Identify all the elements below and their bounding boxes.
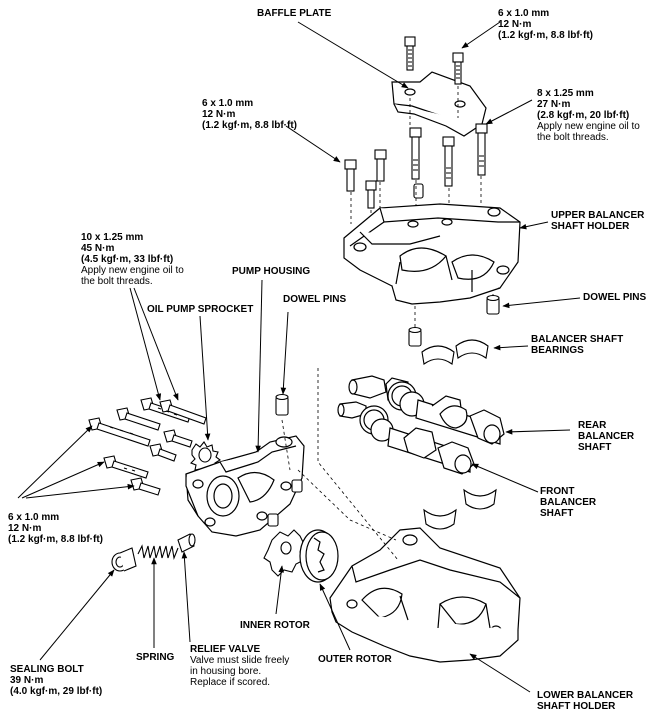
- bearings-line1: BALANCER SHAFT: [531, 334, 624, 345]
- pump-dowel-pins: [267, 393, 303, 527]
- sealing-bolt-title: SEALING BOLT: [10, 664, 84, 675]
- sealing-bolt-label: SEALING BOLT 39 N·m (4.0 kgf·m, 29 lbf·f…: [10, 664, 102, 697]
- spec-size: 6 x 1.0 mm: [498, 8, 550, 19]
- spec-size: 10 x 1.25 mm: [81, 232, 144, 243]
- leader-lines: [17, 21, 581, 693]
- bearings-line2: BEARINGS: [531, 345, 584, 356]
- pump-housing: [185, 435, 305, 537]
- dowel-pins-title: DOWEL PINS: [283, 294, 347, 305]
- relief-valve-note-1: Valve must slide freely: [190, 655, 290, 666]
- balancer-shaft-bearings-label: BALANCER SHAFT BEARINGS: [531, 334, 623, 356]
- inner-rotor-label: INNER ROTOR: [240, 620, 310, 631]
- pump-housing-title: PUMP HOUSING: [232, 266, 311, 277]
- spec-torque-alt: (4.5 kgf·m, 33 lbf·ft): [81, 254, 174, 265]
- spec-8x125-label: 8 x 1.25 mm 27 N·m (2.8 kgf·m, 20 lbf·ft…: [537, 88, 640, 143]
- sealing-bolt-torque: 39 N·m: [10, 675, 44, 686]
- baffle-plate: [391, 71, 487, 137]
- outer-rotor-title: OUTER ROTOR: [318, 654, 392, 665]
- upper-dowel-pins: [408, 294, 500, 347]
- lower-holder-line1: LOWER BALANCER: [537, 690, 634, 701]
- rear-balancer-shaft-label: REAR BALANCER SHAFT: [578, 420, 634, 453]
- front-shaft-line1: FRONT: [540, 486, 575, 497]
- assembly-guidelines: [281, 368, 399, 561]
- spec-note-1: Apply new engine oil to: [537, 121, 640, 132]
- spec-size: 6 x 1.0 mm: [8, 512, 60, 523]
- spec-mid-left-label: 6 x 1.0 mm 12 N·m (1.2 kgf·m, 8.8 lbf·ft…: [202, 98, 297, 131]
- spec-torque-alt: (1.2 kgf·m, 8.8 lbf·ft): [8, 534, 104, 545]
- oil-pump-sprocket-title: OIL PUMP SPROCKET: [147, 304, 254, 315]
- spec-size: 8 x 1.25 mm: [537, 88, 594, 99]
- spec-torque-alt: (2.8 kgf·m, 20 lbf·ft): [537, 110, 630, 121]
- sealing-bolt: [111, 547, 137, 572]
- oil-pump-sprocket-label: OIL PUMP SPROCKET: [147, 304, 253, 315]
- spec-note-2: the bolt threads.: [81, 276, 153, 287]
- spec-torque: 27 N·m: [537, 99, 571, 110]
- inner-rotor: [263, 529, 305, 577]
- upper-balancer-shaft-holder: [343, 203, 521, 305]
- spec-torque: 12 N·m: [8, 523, 42, 534]
- spec-torque: 12 N·m: [498, 19, 532, 30]
- spring-title: SPRING: [136, 652, 175, 663]
- relief-valve-label: RELIEF VALVE Valve must slide freely in …: [190, 644, 289, 688]
- front-shaft-line2: BALANCER: [540, 497, 597, 508]
- spec-10x125-label: 10 x 1.25 mm 45 N·m (4.5 kgf·m, 33 lbf·f…: [81, 232, 184, 287]
- front-balancer-shaft-label: FRONT BALANCER SHAFT: [540, 486, 596, 519]
- baffle-plate-label: BAFFLE PLATE: [257, 8, 331, 19]
- outer-rotor-label: OUTER ROTOR: [318, 654, 392, 665]
- spring-label: SPRING: [136, 652, 174, 663]
- outer-rotor: [299, 529, 339, 583]
- upper-holder-line1: UPPER BALANCER: [551, 210, 645, 221]
- lower-balancer-shaft-holder: [329, 527, 521, 663]
- spec-note-2: the bolt threads.: [537, 132, 609, 143]
- spec-size: 6 x 1.0 mm: [202, 98, 254, 109]
- balancer-shaft-bearings-lower: [423, 488, 497, 530]
- spring: [137, 544, 179, 561]
- relief-valve-note-2: in housing bore.: [190, 666, 262, 677]
- upper-holder-line2: SHAFT HOLDER: [551, 221, 630, 232]
- dowel-pins-title: DOWEL PINS: [583, 292, 647, 303]
- oil-pump-bolts: [88, 397, 207, 496]
- rear-balancer-shaft: [348, 375, 505, 445]
- upper-holder-label: UPPER BALANCER SHAFT HOLDER: [551, 210, 644, 232]
- baffle-plate-bolts: [404, 36, 464, 85]
- dowel-pins-right-label: DOWEL PINS: [583, 292, 646, 303]
- sealing-bolt-torque-alt: (4.0 kgf·m, 29 lbf·ft): [10, 686, 103, 697]
- lower-holder-line2: SHAFT HOLDER: [537, 701, 616, 712]
- rear-shaft-line1: REAR: [578, 420, 607, 431]
- relief-valve: [177, 533, 196, 553]
- rear-shaft-line3: SHAFT: [578, 442, 612, 453]
- baffle-plate-title: BAFFLE PLATE: [257, 8, 332, 19]
- front-shaft-line3: SHAFT: [540, 508, 574, 519]
- spec-bottom-left-label: 6 x 1.0 mm 12 N·m (1.2 kgf·m, 8.8 lbf·ft…: [8, 512, 103, 545]
- dowel-pins-mid-label: DOWEL PINS: [283, 294, 346, 305]
- relief-valve-note-3: Replace if scored.: [190, 677, 271, 688]
- inner-rotor-title: INNER ROTOR: [240, 620, 310, 631]
- spec-torque-alt: (1.2 kgf·m, 8.8 lbf·ft): [202, 120, 298, 131]
- spec-torque: 12 N·m: [202, 109, 236, 120]
- pump-housing-label: PUMP HOUSING: [232, 266, 310, 277]
- spec-torque-alt: (1.2 kgf·m, 8.8 lbf·ft): [498, 30, 594, 41]
- spec-top-right-label: 6 x 1.0 mm 12 N·m (1.2 kgf·m, 8.8 lbf·ft…: [498, 8, 593, 41]
- spec-note-1: Apply new engine oil to: [81, 265, 184, 276]
- upper-holder-bolts: [344, 123, 488, 209]
- front-balancer-shaft: [337, 401, 475, 475]
- lower-holder-label: LOWER BALANCER SHAFT HOLDER: [537, 690, 633, 712]
- relief-valve-title: RELIEF VALVE: [190, 644, 261, 655]
- spec-torque: 45 N·m: [81, 243, 115, 254]
- rear-shaft-line2: BALANCER: [578, 431, 635, 442]
- balancer-shaft-bearings-upper: [421, 339, 489, 365]
